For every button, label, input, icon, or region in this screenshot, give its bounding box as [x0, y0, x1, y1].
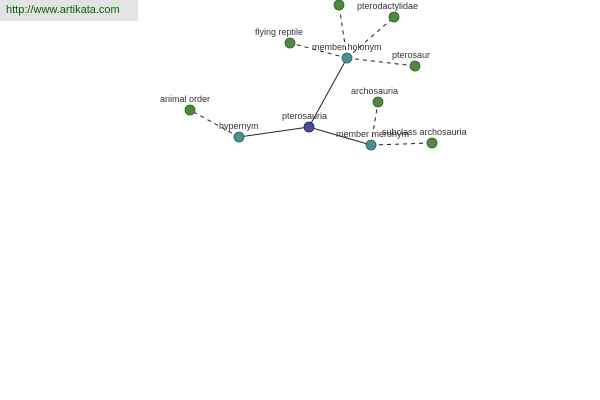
relation-node-member-meronym[interactable]	[365, 139, 377, 151]
term-node-animal-order[interactable]	[184, 104, 196, 116]
edge-center-hypernym	[238, 126, 310, 138]
term-label-animal-order[interactable]: animal order	[160, 94, 210, 104]
term-label-flying-reptile[interactable]: flying reptile	[255, 27, 303, 37]
term-node-pterosaur[interactable]	[409, 60, 421, 72]
edge-holonym-flying-reptile	[289, 42, 348, 59]
term-node-top[interactable]	[333, 0, 345, 11]
term-node-archosauria[interactable]	[372, 96, 384, 108]
relation-node-hypernym[interactable]	[233, 131, 245, 143]
center-label-pterosauria[interactable]: pterosauria	[282, 111, 327, 121]
edge-center-member-holonym	[308, 57, 348, 128]
edge-center-member-meronym	[308, 126, 372, 146]
term-label-pterosaur[interactable]: pterosaur	[392, 50, 430, 60]
edge-holonym-top	[338, 4, 348, 59]
term-node-pterodactylidae[interactable]	[388, 11, 400, 23]
relation-label-member-meronym[interactable]: member meronym	[336, 129, 409, 139]
term-node-subclass-archosauria[interactable]	[426, 137, 438, 149]
edge-hypernym-animal-order	[189, 109, 240, 138]
watermark-link[interactable]: http://www.artikata.com	[0, 0, 138, 21]
term-label-subclass-archosauria[interactable]: subclass archosauria	[382, 127, 467, 137]
relation-label-member-holonym[interactable]: member holonym	[312, 42, 382, 52]
term-label-archosauria[interactable]: archosauria	[351, 86, 398, 96]
relation-label-hypernym[interactable]: hypernym	[219, 121, 259, 131]
edge-holonym-pterodactylidae	[346, 16, 395, 59]
edge-meronym-subclass-archosauria	[370, 142, 433, 146]
relation-node-member-holonym[interactable]	[341, 52, 353, 64]
edge-holonym-pterosaur	[346, 57, 416, 67]
center-node-pterosauria[interactable]	[303, 121, 315, 133]
term-label-pterodactylidae[interactable]: pterodactylidae	[357, 1, 418, 11]
term-node-flying-reptile[interactable]	[284, 37, 296, 49]
